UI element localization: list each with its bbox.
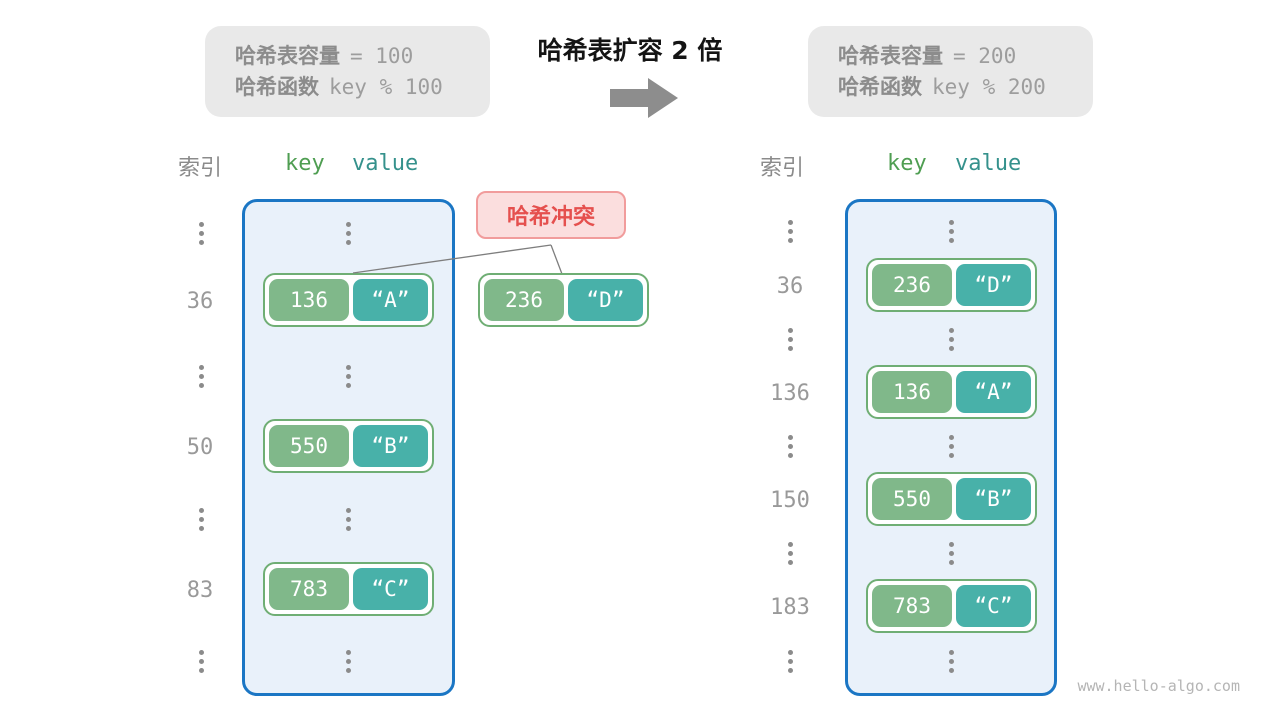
capacity-label: 哈希表容量: [235, 44, 340, 68]
index-label: 136: [770, 381, 810, 406]
value-box: “D”: [956, 264, 1031, 306]
ellipsis-dots: [787, 648, 793, 675]
ellipsis-dots: [787, 433, 793, 460]
value-box: “A”: [353, 279, 428, 321]
diagram-title: 哈希表扩容 2 倍: [537, 36, 723, 65]
kv-pair-136-A: 136 “A”: [866, 365, 1037, 419]
key-box: 136: [269, 279, 349, 321]
key-box: 550: [269, 425, 349, 467]
ellipsis-dots: [198, 363, 204, 390]
index-label: 183: [770, 595, 810, 620]
index-label: 36: [186, 289, 214, 314]
ellipsis-dots: [198, 506, 204, 533]
ellipsis-dots: [787, 218, 793, 245]
right-index-header: 索引: [760, 156, 805, 181]
info-box-before: 哈希表容量 = 100 哈希函数 key % 100: [205, 26, 490, 117]
index-label: 150: [770, 488, 810, 513]
right-value-header: value: [955, 151, 1022, 176]
left-value-header: value: [352, 151, 419, 176]
value-box: “B”: [956, 478, 1031, 520]
index-label: 50: [186, 435, 214, 460]
capacity-line: 哈希表容量 = 100: [235, 41, 490, 72]
hash-collision-callout: 哈希冲突: [476, 191, 626, 239]
hash-function-value: key % 200: [932, 75, 1046, 99]
value-box: “D”: [568, 279, 643, 321]
key-box: 783: [269, 568, 349, 610]
kv-pair-783-C: 783 “C”: [866, 579, 1037, 633]
ellipsis-dots: [948, 326, 954, 353]
ellipsis-dots: [345, 363, 351, 390]
hash-function-value: key % 100: [329, 75, 443, 99]
capacity-line: 哈希表容量 = 200: [838, 41, 1093, 72]
ellipsis-dots: [948, 540, 954, 567]
kv-pair-236-D-colliding: 236 “D”: [478, 273, 649, 327]
value-box: “B”: [353, 425, 428, 467]
ellipsis-dots: [198, 220, 204, 247]
value-box: “C”: [956, 585, 1031, 627]
capacity-value: = 100: [350, 44, 414, 68]
right-arrow-icon: [610, 78, 678, 118]
key-box: 136: [872, 371, 952, 413]
info-box-after: 哈希表容量 = 200 哈希函数 key % 200: [808, 26, 1093, 117]
kv-pair-236-D: 236 “D”: [866, 258, 1037, 312]
hash-function-label: 哈希函数: [838, 75, 922, 99]
ellipsis-dots: [948, 648, 954, 675]
hash-function-label: 哈希函数: [235, 75, 319, 99]
hash-function-line: 哈希函数 key % 200: [838, 72, 1093, 103]
right-key-header: key: [887, 151, 927, 176]
ellipsis-dots: [345, 648, 351, 675]
ellipsis-dots: [787, 540, 793, 567]
ellipsis-dots: [948, 218, 954, 245]
ellipsis-dots: [948, 433, 954, 460]
key-box: 550: [872, 478, 952, 520]
watermark: www.hello-algo.com: [1077, 677, 1240, 695]
capacity-value: = 200: [953, 44, 1017, 68]
kv-pair-783-C: 783 “C”: [263, 562, 434, 616]
kv-pair-136-A: 136 “A”: [263, 273, 434, 327]
key-box: 236: [484, 279, 564, 321]
index-label: 83: [186, 578, 214, 603]
key-box: 783: [872, 585, 952, 627]
ellipsis-dots: [345, 506, 351, 533]
key-box: 236: [872, 264, 952, 306]
capacity-label: 哈希表容量: [838, 44, 943, 68]
hash-collision-label: 哈希冲突: [506, 205, 595, 230]
index-label: 36: [776, 274, 804, 299]
value-box: “A”: [956, 371, 1031, 413]
kv-pair-550-B: 550 “B”: [263, 419, 434, 473]
left-key-header: key: [285, 151, 325, 176]
value-box: “C”: [353, 568, 428, 610]
ellipsis-dots: [345, 220, 351, 247]
ellipsis-dots: [198, 648, 204, 675]
left-index-header: 索引: [178, 156, 223, 181]
ellipsis-dots: [787, 326, 793, 353]
kv-pair-550-B: 550 “B”: [866, 472, 1037, 526]
hash-function-line: 哈希函数 key % 100: [235, 72, 490, 103]
